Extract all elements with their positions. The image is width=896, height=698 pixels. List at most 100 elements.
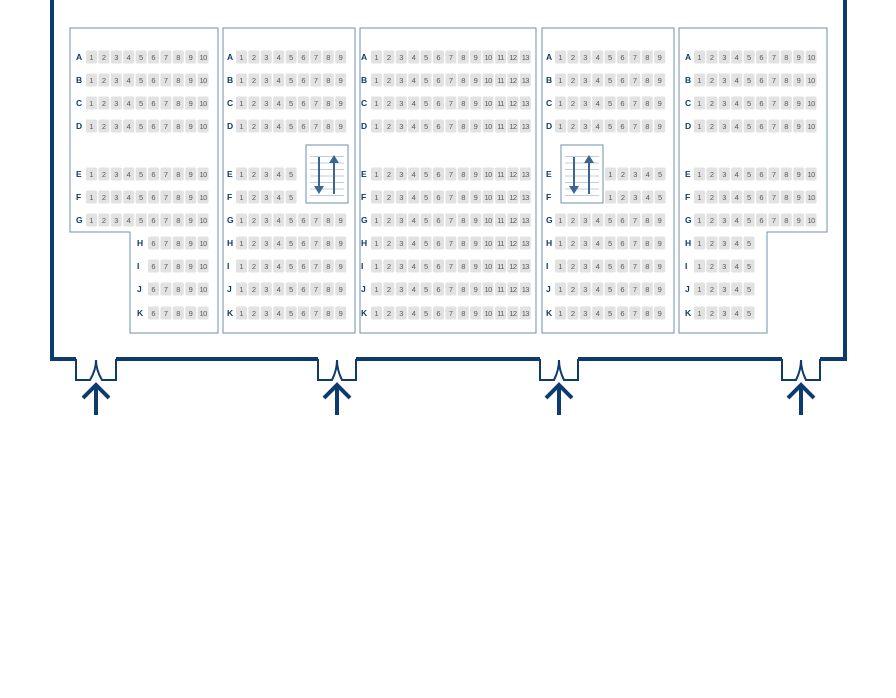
seat-h9[interactable]: 9: [654, 236, 666, 250]
seat-e5[interactable]: 5: [654, 167, 666, 181]
seat-h2[interactable]: 2: [567, 236, 579, 250]
seat-k5[interactable]: 5: [420, 306, 432, 320]
seat-e9[interactable]: 9: [470, 167, 482, 181]
seat-h7[interactable]: 7: [310, 236, 322, 250]
seat-j8[interactable]: 8: [641, 282, 653, 296]
seat-c8[interactable]: 8: [172, 96, 184, 110]
seat-f2[interactable]: 2: [98, 190, 110, 204]
seat-e4[interactable]: 4: [408, 167, 420, 181]
seat-c6[interactable]: 6: [298, 96, 309, 110]
seat-a9[interactable]: 9: [793, 50, 805, 64]
seat-e5[interactable]: 5: [420, 167, 432, 181]
seat-d8[interactable]: 8: [322, 119, 334, 133]
seat-k9[interactable]: 9: [185, 306, 197, 320]
seat-k2[interactable]: 2: [706, 306, 718, 320]
seat-d7[interactable]: 7: [310, 119, 322, 133]
seat-j3[interactable]: 3: [260, 282, 272, 296]
seat-b3[interactable]: 3: [579, 73, 591, 87]
seat-k2[interactable]: 2: [248, 306, 260, 320]
seat-k6[interactable]: 6: [298, 306, 309, 320]
seat-b7[interactable]: 7: [445, 73, 457, 87]
seat-g10[interactable]: 10: [805, 213, 817, 227]
seat-h5[interactable]: 5: [420, 236, 432, 250]
seat-d13[interactable]: 13: [519, 119, 531, 133]
seat-d6[interactable]: 6: [756, 119, 767, 133]
seat-b7[interactable]: 7: [629, 73, 641, 87]
seat-b8[interactable]: 8: [457, 73, 469, 87]
seat-b10[interactable]: 10: [482, 73, 494, 87]
seat-g8[interactable]: 8: [780, 213, 792, 227]
seat-b12[interactable]: 12: [507, 73, 519, 87]
seat-a4[interactable]: 4: [273, 50, 285, 64]
seat-g4[interactable]: 4: [592, 213, 604, 227]
seat-c2[interactable]: 2: [383, 96, 395, 110]
seat-e4[interactable]: 4: [642, 167, 654, 181]
seat-e10[interactable]: 10: [805, 167, 817, 181]
seat-a10[interactable]: 10: [197, 50, 209, 64]
seat-e1[interactable]: 1: [371, 167, 382, 181]
seat-d3[interactable]: 3: [579, 119, 591, 133]
seat-e1[interactable]: 1: [86, 167, 97, 181]
seat-b9[interactable]: 9: [335, 73, 347, 87]
seat-k12[interactable]: 12: [507, 306, 519, 320]
seat-d2[interactable]: 2: [248, 119, 260, 133]
seat-b7[interactable]: 7: [310, 73, 322, 87]
seat-h1[interactable]: 1: [371, 236, 382, 250]
seat-a1[interactable]: 1: [694, 50, 705, 64]
seat-d9[interactable]: 9: [654, 119, 666, 133]
seat-e12[interactable]: 12: [507, 167, 519, 181]
seat-d7[interactable]: 7: [445, 119, 457, 133]
seat-e2[interactable]: 2: [383, 167, 395, 181]
seat-d4[interactable]: 4: [123, 119, 135, 133]
seat-a2[interactable]: 2: [248, 50, 260, 64]
seat-h2[interactable]: 2: [706, 236, 718, 250]
seat-a4[interactable]: 4: [408, 50, 420, 64]
seat-f4[interactable]: 4: [408, 190, 420, 204]
seat-h10[interactable]: 10: [197, 236, 209, 250]
seat-a6[interactable]: 6: [617, 50, 628, 64]
seat-g4[interactable]: 4: [408, 213, 420, 227]
seat-j10[interactable]: 10: [197, 282, 209, 296]
seat-c2[interactable]: 2: [567, 96, 579, 110]
seat-c2[interactable]: 2: [248, 96, 260, 110]
seat-e2[interactable]: 2: [98, 167, 110, 181]
seat-a2[interactable]: 2: [706, 50, 718, 64]
seat-j5[interactable]: 5: [285, 282, 297, 296]
seat-f9[interactable]: 9: [185, 190, 197, 204]
seat-j10[interactable]: 10: [482, 282, 494, 296]
seat-j3[interactable]: 3: [395, 282, 407, 296]
seat-a8[interactable]: 8: [172, 50, 184, 64]
seat-i11[interactable]: 11: [495, 259, 506, 273]
seat-c7[interactable]: 7: [445, 96, 457, 110]
seat-c3[interactable]: 3: [718, 96, 730, 110]
seat-e10[interactable]: 10: [482, 167, 494, 181]
seat-a5[interactable]: 5: [743, 50, 755, 64]
seat-g7[interactable]: 7: [768, 213, 780, 227]
seat-g1[interactable]: 1: [555, 213, 566, 227]
seat-j7[interactable]: 7: [160, 282, 172, 296]
seat-a8[interactable]: 8: [641, 50, 653, 64]
seat-c8[interactable]: 8: [457, 96, 469, 110]
seat-f4[interactable]: 4: [273, 190, 285, 204]
seat-i9[interactable]: 9: [654, 259, 666, 273]
seat-b5[interactable]: 5: [135, 73, 147, 87]
seat-i6[interactable]: 6: [148, 259, 159, 273]
seat-e13[interactable]: 13: [519, 167, 531, 181]
seat-j4[interactable]: 4: [731, 282, 743, 296]
seat-i3[interactable]: 3: [579, 259, 591, 273]
seat-c10[interactable]: 10: [197, 96, 209, 110]
seat-a11[interactable]: 11: [495, 50, 506, 64]
seat-f1[interactable]: 1: [605, 190, 616, 204]
seat-e1[interactable]: 1: [605, 167, 616, 181]
seat-k1[interactable]: 1: [555, 306, 566, 320]
seat-a5[interactable]: 5: [135, 50, 147, 64]
seat-d9[interactable]: 9: [470, 119, 482, 133]
seat-b4[interactable]: 4: [408, 73, 420, 87]
seat-a4[interactable]: 4: [592, 50, 604, 64]
seat-b2[interactable]: 2: [98, 73, 110, 87]
seat-d9[interactable]: 9: [793, 119, 805, 133]
seat-d2[interactable]: 2: [98, 119, 110, 133]
seat-g6[interactable]: 6: [298, 213, 309, 227]
seat-j7[interactable]: 7: [629, 282, 641, 296]
seat-c12[interactable]: 12: [507, 96, 519, 110]
